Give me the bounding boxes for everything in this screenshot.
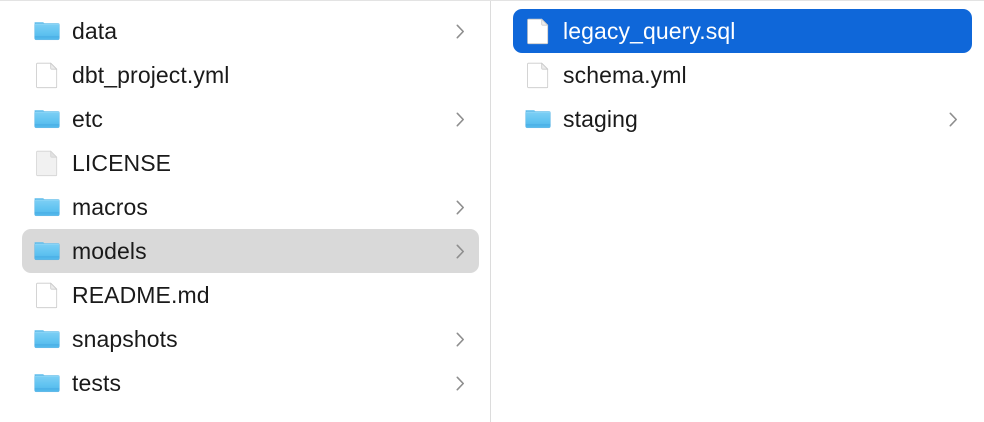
chevron-spacer [453, 65, 467, 85]
file-row-selected[interactable]: models [22, 229, 479, 273]
file-column-parent[interactable]: data dbt_project.yml [0, 1, 491, 422]
file-name-label: dbt_project.yml [72, 61, 230, 88]
file-name-label: models [72, 237, 147, 264]
file-row[interactable]: data [22, 9, 479, 53]
file-column-child[interactable]: legacy_query.sql schema.yml [491, 1, 983, 422]
chevron-right-icon [453, 197, 467, 217]
document-icon [523, 16, 553, 46]
document-icon [32, 60, 62, 90]
file-row[interactable]: tests [22, 361, 479, 405]
file-name-label: snapshots [72, 325, 178, 352]
chevron-right-icon [453, 241, 467, 261]
file-row[interactable]: snapshots [22, 317, 479, 361]
file-name-label: tests [72, 369, 122, 396]
file-name-label: LICENSE [72, 149, 172, 176]
file-name-label: staging [563, 105, 638, 132]
file-row[interactable]: schema.yml [513, 53, 972, 97]
chevron-spacer [946, 65, 960, 85]
file-name-label: data [72, 17, 118, 44]
file-name-label: etc [72, 105, 103, 132]
file-row[interactable]: etc [22, 97, 479, 141]
document-icon [523, 60, 553, 90]
file-row[interactable]: dbt_project.yml [22, 53, 479, 97]
folder-icon [32, 236, 62, 266]
chevron-right-icon [453, 373, 467, 393]
file-name-label: macros [72, 193, 149, 220]
file-name-label: README.md [72, 281, 210, 308]
chevron-right-icon [453, 329, 467, 349]
file-row[interactable]: README.md [22, 273, 479, 317]
chevron-spacer [453, 153, 467, 173]
chevron-right-icon [946, 109, 960, 129]
file-row-selected[interactable]: legacy_query.sql [513, 9, 972, 53]
chevron-right-icon [453, 109, 467, 129]
chevron-right-icon [453, 21, 467, 41]
folder-icon [32, 324, 62, 354]
document-gray-icon [32, 148, 62, 178]
chevron-spacer [946, 21, 960, 41]
folder-icon [32, 104, 62, 134]
file-row[interactable]: staging [513, 97, 972, 141]
chevron-spacer [453, 285, 467, 305]
folder-icon [32, 368, 62, 398]
file-row[interactable]: macros [22, 185, 479, 229]
folder-icon [32, 192, 62, 222]
document-icon [32, 280, 62, 310]
folder-icon [32, 16, 62, 46]
file-name-label: legacy_query.sql [563, 17, 736, 44]
file-row[interactable]: LICENSE [22, 141, 479, 185]
folder-icon [523, 104, 553, 134]
file-name-label: schema.yml [563, 61, 687, 88]
